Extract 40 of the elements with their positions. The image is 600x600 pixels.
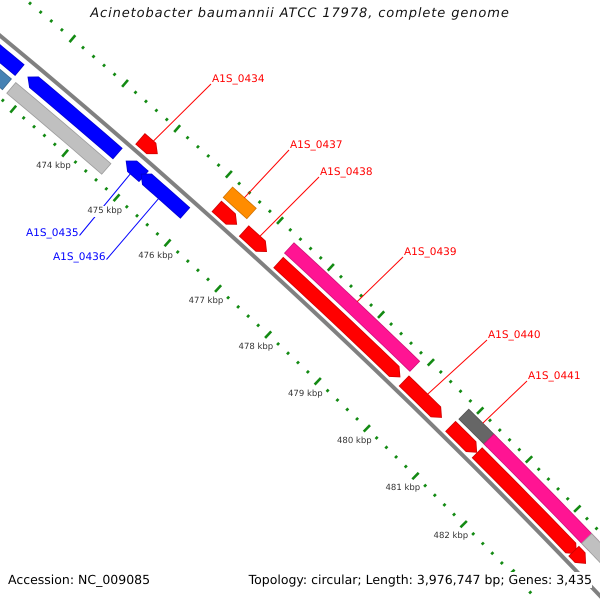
tick-label: 477 kbp [188, 296, 224, 308]
leader-line [106, 198, 159, 260]
leader-line [482, 380, 528, 424]
gene-label: A1S_0441 [528, 370, 580, 383]
tick-label: 479 kbp [288, 388, 323, 400]
gene-label: A1S_0436 [53, 251, 106, 264]
gene-block [6, 82, 112, 175]
diagram-title: Acinetobacter baumannii ATCC 17978, complete genome [90, 6, 510, 21]
tick-label: 476 kbp [138, 250, 173, 262]
gene-block [273, 256, 400, 378]
tick-label: 478 kbp [238, 342, 274, 354]
gene-block [472, 447, 577, 554]
gene-block [238, 225, 268, 252]
leader-line [260, 176, 320, 237]
gene-block [212, 200, 238, 225]
gene-label: A1S_0438 [320, 166, 372, 179]
gene-label: A1S_0439 [404, 246, 456, 259]
gene-block [581, 533, 600, 564]
leader-line [152, 84, 212, 142]
gene-block [445, 420, 478, 453]
gene-label: A1S_0435 [26, 227, 78, 240]
gene-block [140, 174, 190, 219]
leader-line [427, 340, 488, 395]
footer-text: Topology: circular; Length: 3,976,747 bp; Genes: 3,435 [248, 572, 592, 588]
footer-text: Accession: NC_009085 [8, 572, 150, 588]
gene-label: A1S_0440 [488, 329, 540, 342]
gene-block [126, 160, 149, 182]
gene-block [135, 133, 158, 154]
tick-label: 475 kbp [87, 206, 122, 217]
gene-block [568, 546, 586, 564]
tick-label: 474 kbp [36, 161, 71, 172]
tick-label: 482 kbp [434, 531, 468, 542]
gene-block [398, 375, 442, 418]
leader-line [244, 150, 290, 198]
gene-block [27, 76, 123, 160]
tick-label: 481 kbp [386, 483, 420, 494]
gene-block [222, 186, 257, 220]
tick-label: 480 kbp [337, 436, 372, 447]
gene-label: A1S_0434 [212, 73, 264, 86]
gene-label: A1S_0437 [290, 139, 342, 152]
